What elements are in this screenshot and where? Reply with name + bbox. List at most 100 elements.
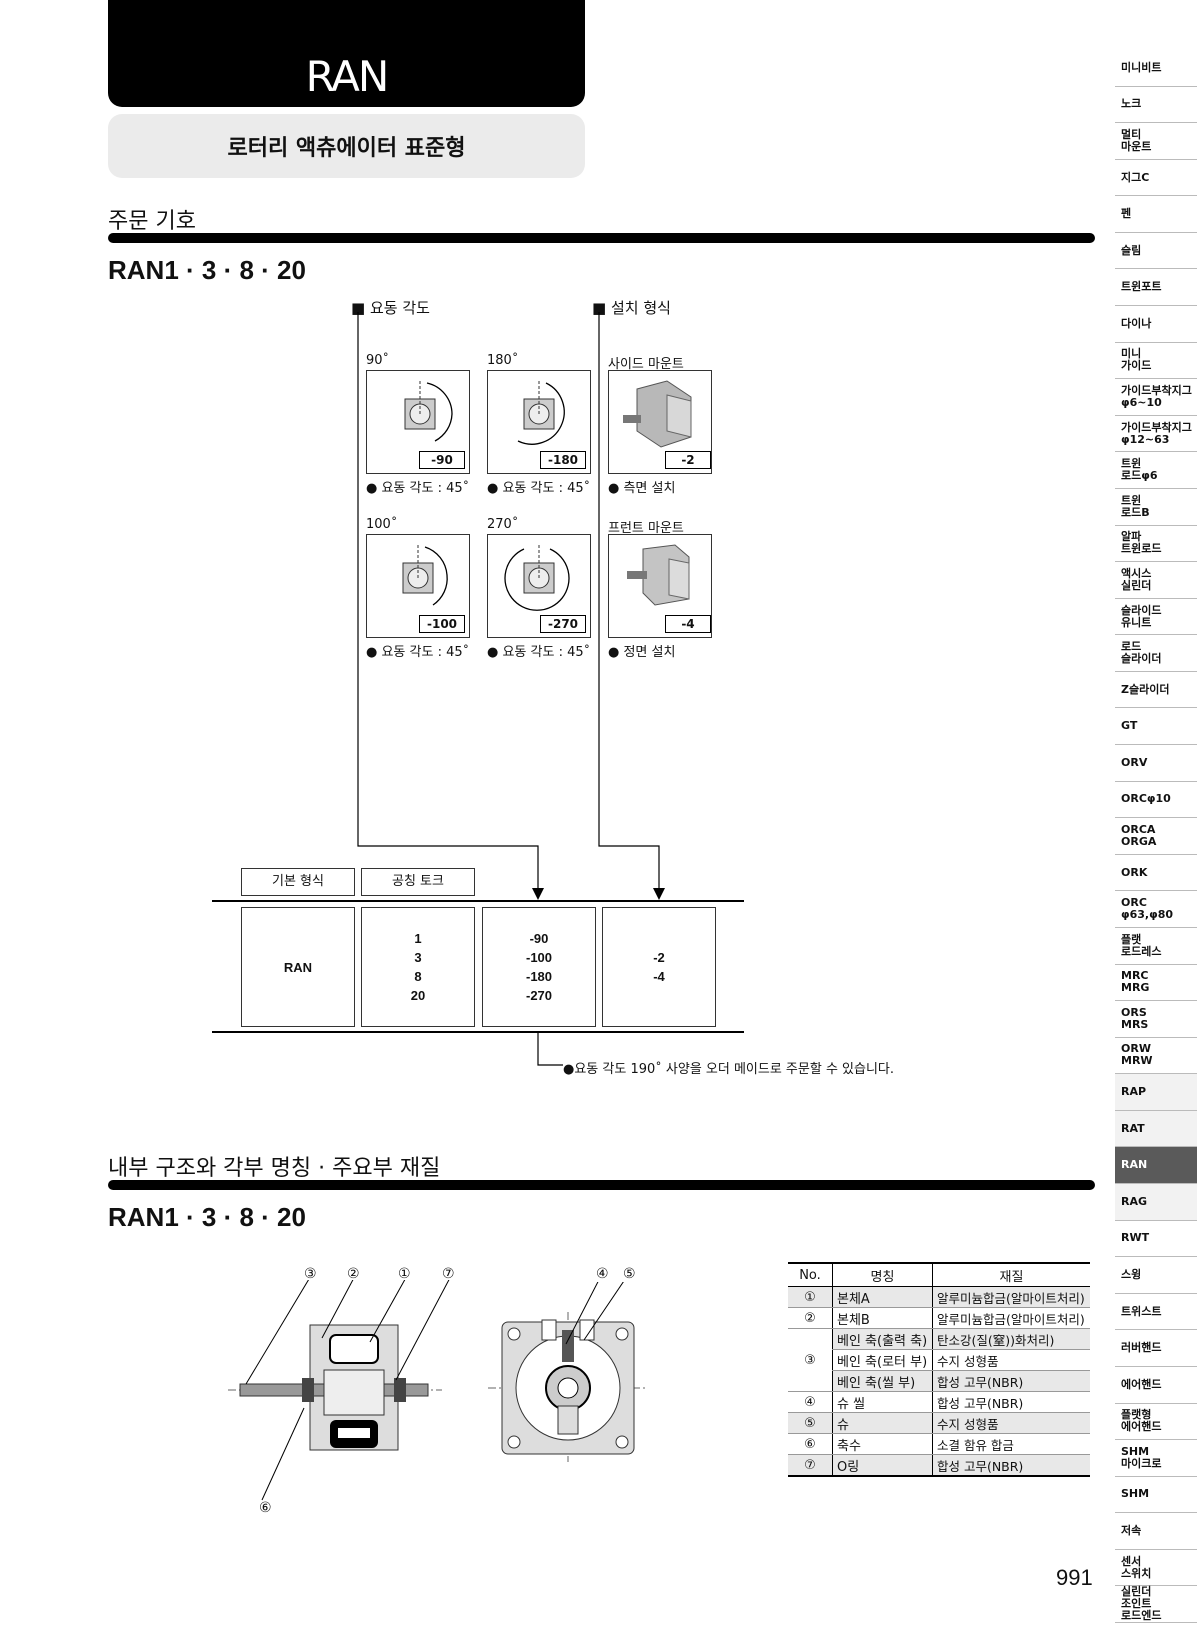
sidebar-item[interactable]: 트윈 로드φ6 [1115,452,1197,489]
mount-heading-text: 설치 형식 [610,299,671,317]
sidebar-item[interactable]: 슬라이드 유니트 [1115,599,1197,636]
sidebar-item[interactable]: RAG [1115,1184,1197,1221]
sidebar-item-label: 실린더 조인트 로드엔드 [1121,1585,1162,1623]
sidebar-item[interactable]: 플랫형 에어핸드 [1115,1404,1197,1441]
sidebar-item[interactable]: SHM 마이크로 [1115,1440,1197,1477]
torque-cell: 1 3 8 20 [361,907,475,1027]
torque-value: 1 [414,931,422,946]
angle-100-icon [402,543,448,606]
sidebar-item[interactable]: ORC φ63,φ80 [1115,891,1197,928]
sidebar-item[interactable]: GT [1115,708,1197,746]
callout-6: ⑥ [259,1500,272,1516]
note-270: ● 요동 각도 : 45˚ [487,645,591,660]
sidebar-item[interactable]: 액시스 실린더 [1115,562,1197,599]
torque-value: 8 [414,969,422,984]
sidebar-item-label: 트윈 로드φ6 [1121,457,1158,483]
sidebar-item[interactable]: ORCφ10 [1115,782,1197,819]
code-180: -180 [540,451,586,469]
sidebar-item[interactable]: 스윙 [1115,1257,1197,1294]
sidebar-item[interactable]: 멀티 마운트 [1115,123,1197,160]
callout-3: ③ [304,1266,317,1282]
sidebar-item[interactable]: ORV [1115,745,1197,782]
table-header-row: No. 명칭 재질 [788,1262,1090,1287]
mount-heading: ■ 설치 형식 [592,299,671,317]
sidebar-item[interactable]: 알파 트윈로드 [1115,526,1197,563]
sidebar-item[interactable]: 펜 [1115,196,1197,233]
sidebar-item[interactable]: 노크 [1115,87,1197,124]
sidebar-item[interactable]: 센서 스위치 [1115,1550,1197,1587]
sidebar-item[interactable]: 지그C [1115,160,1197,197]
sidebar-item[interactable]: 미니 가이드 [1115,343,1197,380]
sidebar-item[interactable]: 로드 슬라이더 [1115,635,1197,672]
sidebar-item[interactable]: 슬림 [1115,233,1197,270]
option-box-90: -90 [366,370,470,474]
sidebar-item[interactable]: 트윈포트 [1115,269,1197,307]
sidebar-item[interactable]: RAN [1115,1147,1197,1185]
sidebar-item-label: 멀티 마운트 [1121,127,1152,153]
cell-name: 축수 [832,1433,933,1455]
sidebar-item[interactable]: 트위스트 [1115,1294,1197,1331]
sidebar-item[interactable]: ORCA ORGA [1115,818,1197,855]
sidebar-item[interactable]: RAP [1115,1074,1197,1111]
sidebar-item-label: Z슬라이더 [1121,682,1170,696]
sidebar-item[interactable]: 러버핸드 [1115,1330,1197,1367]
cell-name: 슈 [832,1412,933,1434]
page-title: RAN [305,52,390,101]
sidebar-item[interactable]: 트윈 로드B [1115,489,1197,526]
sidebar-item[interactable]: 가이드부착지그 φ6~10 [1115,379,1197,416]
sidebar-item[interactable]: 플랫 로드레스 [1115,928,1197,965]
sidebar-item[interactable]: SHM [1115,1477,1197,1514]
cell-name: O링 [832,1454,933,1477]
table-row: ⑦ O링 합성 고무(NBR) [788,1454,1090,1477]
front-mount-image [627,544,690,606]
code-side-mount: -2 [665,451,711,469]
sidebar-item[interactable]: 다이나 [1115,306,1197,343]
sidebar-item-label: ORS MRS [1121,1005,1149,1031]
sidebar-item[interactable]: 미니비트 [1115,50,1197,87]
sidebar-item[interactable]: ORK [1115,855,1197,892]
table-row: ⑤ 슈 수지 성형품 [788,1412,1090,1434]
sidebar-item[interactable]: RWT [1115,1221,1197,1258]
angle-270-icon [504,543,570,611]
option-label-front-mount: 프런트 마운트 [608,521,684,536]
col-header-no: No. [788,1262,833,1287]
cell-no: ③ [788,1328,833,1392]
option-label-270: 270˚ [487,517,519,532]
sidebar-item-label: SHM [1121,1487,1150,1501]
callout-5: ⑤ [623,1266,636,1282]
sidebar-item[interactable]: MRC MRG [1115,965,1197,1002]
sidebar-item-label: 플랫형 에어핸드 [1121,1408,1162,1434]
structure-section-title: 내부 구조와 각부 명칭 · 주요부 재질 [108,1156,441,1181]
sidebar-item-label: 다이나 [1121,316,1152,330]
note-side-mount: ● 측면 설치 [608,481,676,496]
sidebar-item-label: 트윈 로드B [1121,493,1150,519]
bottom-rule [212,1031,744,1033]
sidebar-item[interactable]: RAT [1115,1110,1197,1148]
option-box-270: -270 [487,534,591,638]
sidebar-item[interactable]: ORW MRW [1115,1038,1197,1075]
angle-value: -270 [525,988,553,1003]
angle-90-icon [404,379,453,442]
torque-header: 공칭 토크 [361,868,475,896]
sidebar-item[interactable]: 실린더 조인트 로드엔드 [1115,1586,1197,1623]
cell-no: ① [788,1286,833,1308]
torque-value: 20 [410,988,426,1003]
option-label-100: 100˚ [366,517,398,532]
sidebar-item-label: RAP [1121,1085,1147,1099]
sidebar-item-label: 펜 [1121,207,1132,221]
sidebar-item-label: RWT [1121,1231,1150,1245]
angle-heading-text: 요동 각도 [369,299,430,317]
note-100: ● 요동 각도 : 45˚ [366,645,470,660]
page-number: 991 [1056,1565,1093,1590]
sidebar-item-label: 에어핸드 [1121,1377,1162,1391]
sidebar-item[interactable]: 저속 [1115,1513,1197,1550]
cell-material: 탄소강(질(窒))화처리) [931,1328,1090,1350]
callout-7: ⑦ [442,1266,455,1282]
sidebar-item[interactable]: ORS MRS [1115,1001,1197,1038]
angle-value: -100 [525,950,553,965]
sidebar-item[interactable]: 에어핸드 [1115,1367,1197,1404]
sidebar-item[interactable]: Z슬라이더 [1115,672,1197,709]
angle-heading: ■ 요동 각도 [351,299,430,317]
option-label-side-mount: 사이드 마운트 [608,357,684,372]
sidebar-item[interactable]: 가이드부착지그 φ12~63 [1115,416,1197,453]
